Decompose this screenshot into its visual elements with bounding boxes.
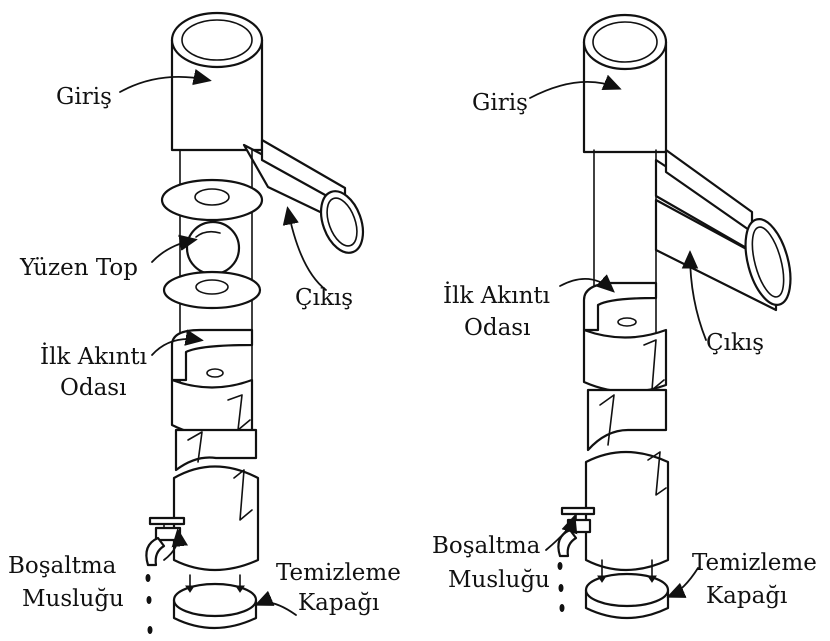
left-label-first-flush-2: Odası (60, 375, 126, 401)
right-outlet-pipe (656, 150, 799, 310)
right-label-drain-2: Musluğu (448, 567, 550, 593)
right-lower-chamber (558, 390, 669, 618)
left-water-drops (146, 574, 153, 634)
left-label-drain-1: Boşaltma (8, 553, 117, 579)
left-inlet-pipe (172, 13, 262, 150)
left-label-floating-ball: Yüzen Top (19, 255, 138, 281)
left-label-cleanout-1: Temizleme (276, 560, 401, 586)
left-label-drain-2: Musluğu (22, 586, 124, 612)
right-label-inlet: Giriş (472, 90, 528, 116)
left-diverter-figure: Giriş Yüzen Top Çıkış İlk Akıntı Odası B… (8, 13, 401, 634)
right-label-outlet: Çıkış (706, 330, 764, 356)
left-outlet-arrow (288, 210, 326, 290)
right-label-cleanout-1: Temizleme (692, 550, 817, 576)
right-diverter-figure: Giriş İlk Akıntı Odası Çıkış Boşaltma Mu… (432, 15, 817, 618)
left-cleanout-cap (174, 575, 256, 628)
right-label-cleanout-2: Kapağı (706, 583, 787, 609)
right-cutaway-body (584, 150, 666, 392)
left-cap-arrow (258, 602, 296, 615)
right-label-first-flush-1: İlk Akıntı (443, 282, 550, 309)
right-label-first-flush-2: Odası (464, 315, 530, 341)
left-label-outlet: Çıkış (295, 285, 353, 311)
left-lower-chamber (146, 430, 259, 634)
right-water-drops (558, 562, 565, 612)
left-label-cleanout-2: Kapağı (298, 590, 379, 616)
left-label-first-flush-1: İlk Akıntı (40, 343, 147, 370)
left-floating-ball (187, 222, 239, 274)
left-cutaway-body (162, 150, 262, 436)
right-inlet-pipe (584, 15, 666, 152)
right-label-drain-1: Boşaltma (432, 533, 541, 559)
left-label-inlet: Giriş (56, 84, 112, 110)
